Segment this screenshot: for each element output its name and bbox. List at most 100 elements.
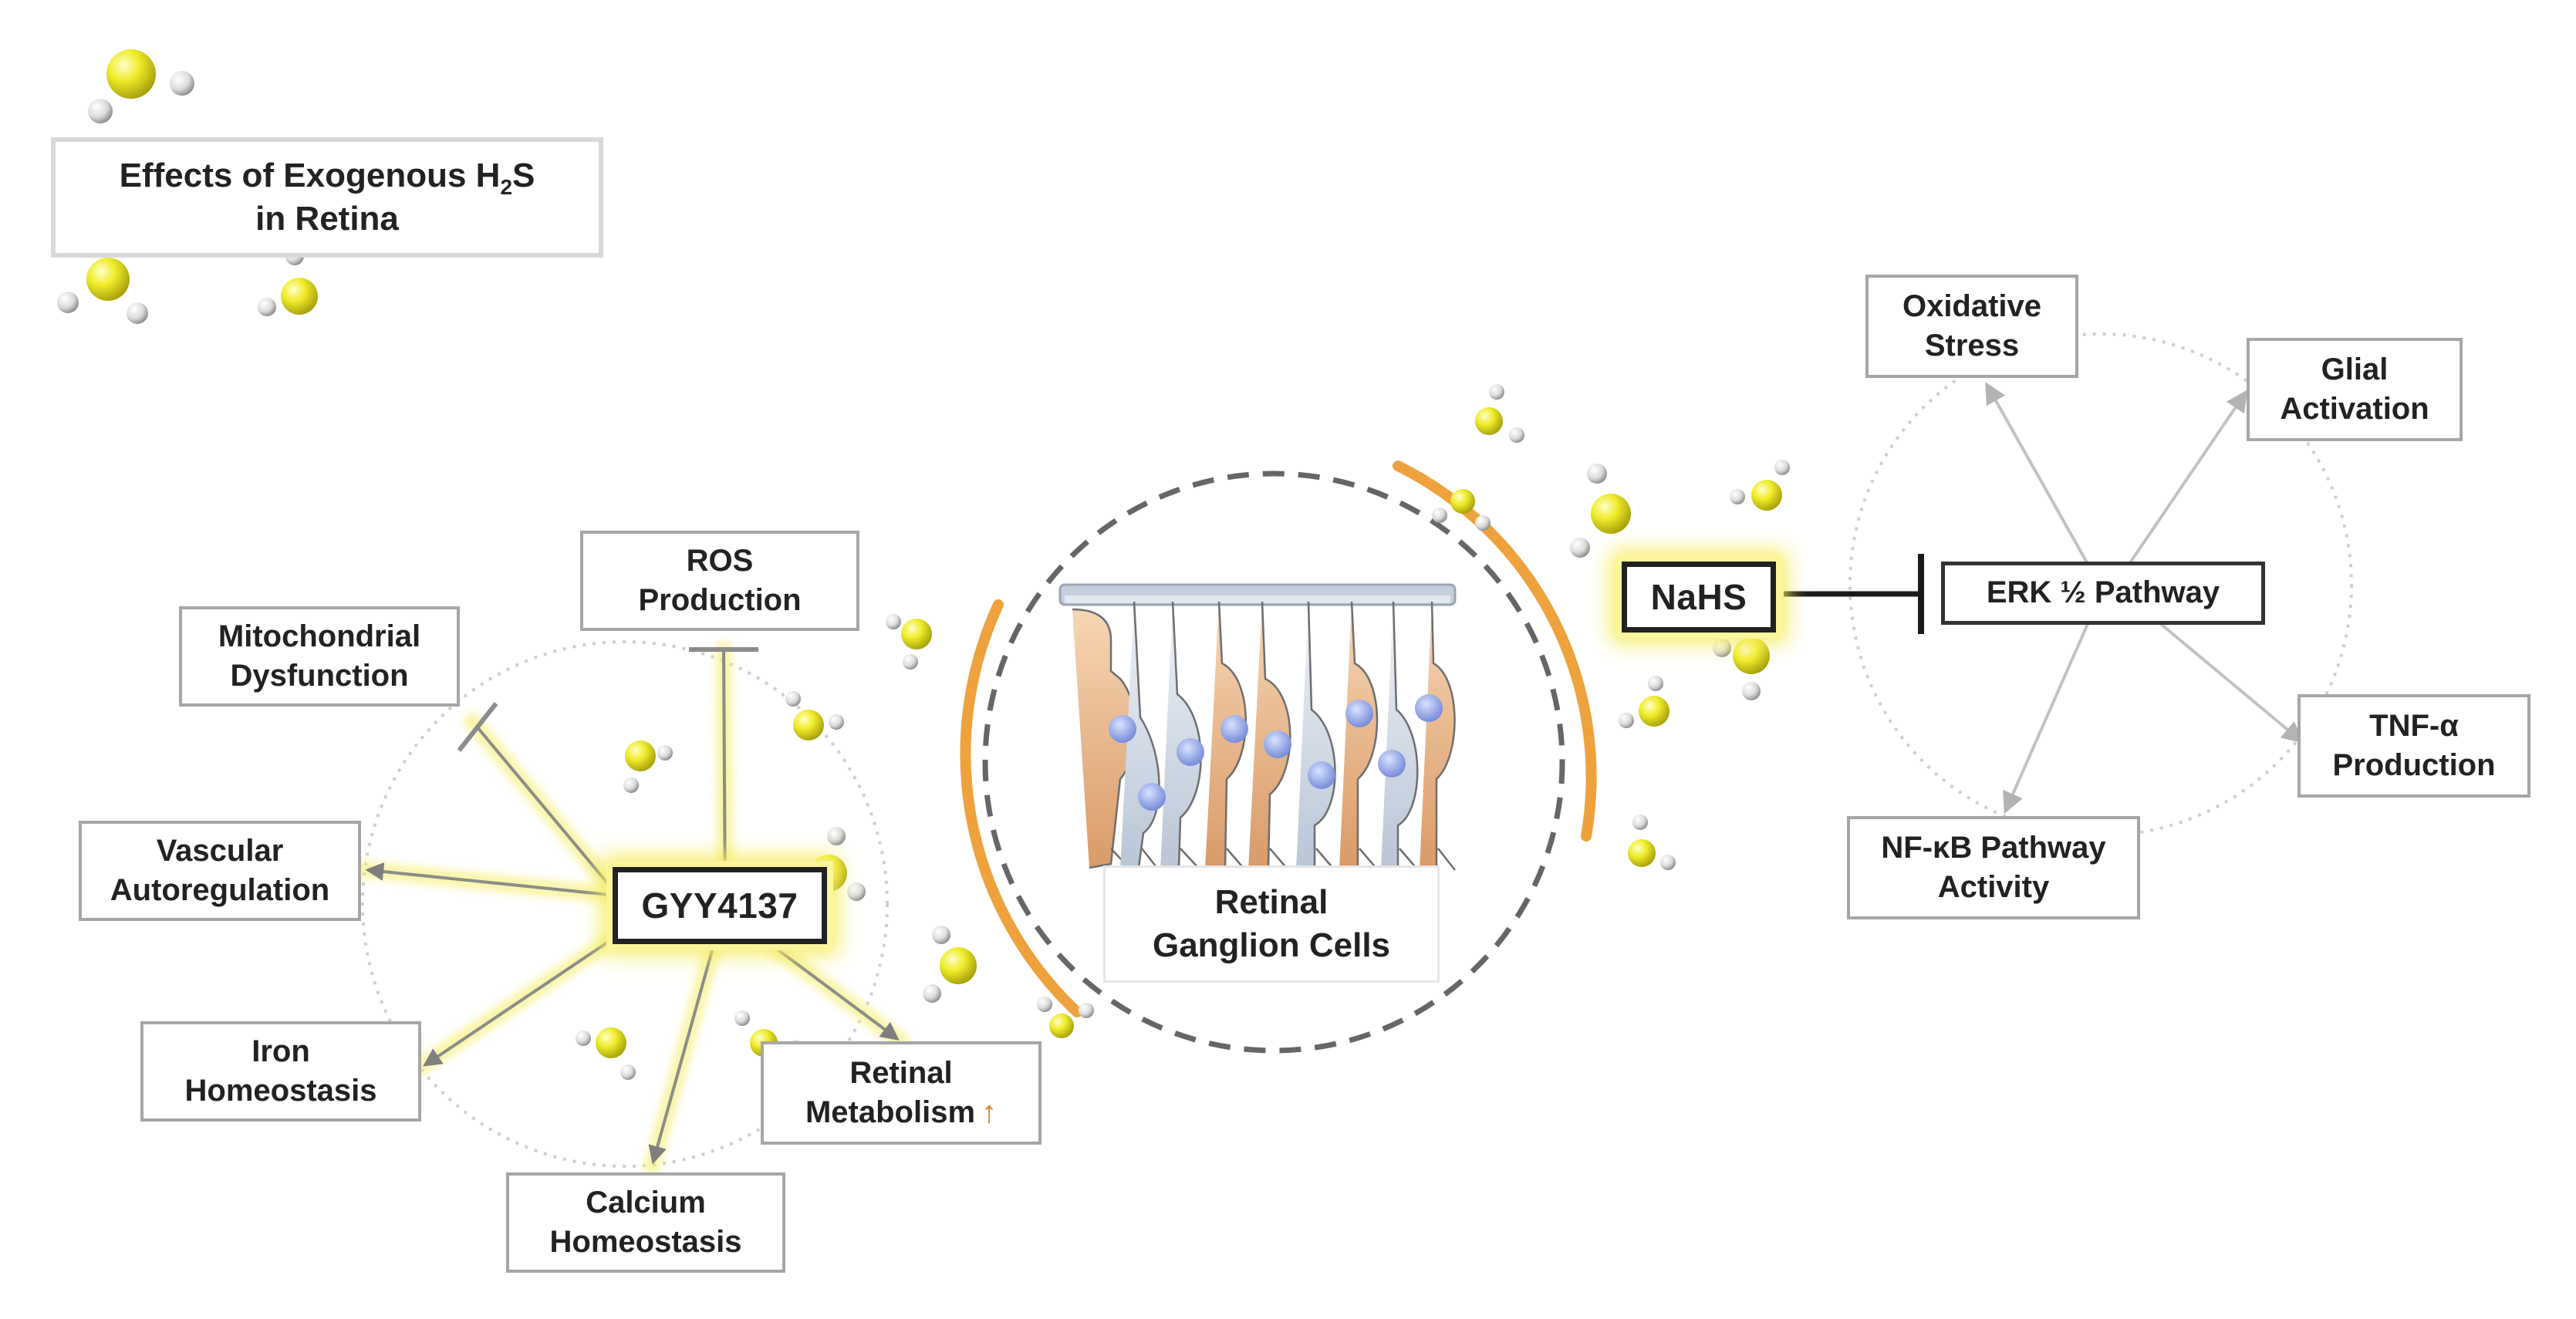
arrow-calcium — [648, 944, 715, 1165]
h2s-molecules — [57, 49, 1790, 1080]
arrow-vascular — [365, 862, 610, 896]
title-box: Effects of Exogenous H2S in Retina — [51, 137, 603, 258]
hydrogen-atom — [1489, 384, 1504, 400]
retinal-metabolism-box: Retinal Metabolism↑ — [761, 1041, 1042, 1145]
hydrogen-atom — [1730, 489, 1745, 504]
title-line-1: Effects of Exogenous H2S — [119, 156, 535, 199]
h2s-molecule — [1037, 997, 1094, 1038]
hydrogen-atom — [1432, 508, 1447, 523]
h2s-molecule — [1628, 815, 1676, 870]
hydrogen-atom — [57, 292, 79, 313]
h2s-molecule — [1432, 489, 1491, 531]
sulfur-atom — [1628, 839, 1656, 867]
sulfur-atom — [281, 278, 318, 315]
sulfur-atom — [1751, 480, 1782, 511]
left-connectors — [365, 649, 900, 1165]
hydrogen-atom — [1079, 1003, 1094, 1018]
sulfur-atom — [106, 49, 156, 99]
erk-pathway-box: ERK ½ Pathway — [1941, 562, 2265, 625]
arrow-iron — [423, 939, 611, 1067]
hydrogen-atom — [1648, 676, 1663, 691]
arrow-metabolism — [770, 943, 900, 1041]
arrow-tnf — [2151, 616, 2304, 744]
hydrogen-atom — [1660, 855, 1676, 870]
h2s-molecule — [1570, 464, 1631, 558]
h2s-molecule — [923, 926, 977, 1003]
right-spokes — [1985, 382, 2304, 815]
arrow-nfkb — [2003, 616, 2092, 815]
hydrogen-atom — [170, 71, 194, 96]
nahs-box: NaHS — [1622, 562, 1776, 633]
sulfur-atom — [1475, 407, 1503, 435]
hydrogen-atom — [576, 1031, 591, 1046]
hydrogen-atom — [258, 298, 276, 316]
hydrogen-atom — [1509, 427, 1524, 443]
sulfur-atom — [1591, 494, 1631, 534]
sulfur-atom — [1049, 1014, 1074, 1038]
hydrogen-atom — [623, 778, 639, 793]
arrow-oxidative — [1985, 382, 2089, 565]
hydrogen-atom — [847, 882, 866, 901]
hydrogen-atom — [1037, 997, 1052, 1012]
sulfur-atom — [1639, 696, 1670, 727]
hydrogen-atom — [1619, 713, 1634, 728]
hydrogen-atom — [127, 302, 148, 324]
left-cluster-circle — [361, 640, 889, 1168]
hydrogen-atom — [923, 984, 941, 1003]
hydrogen-atom — [932, 926, 950, 944]
hydrogen-atom — [1742, 682, 1761, 700]
sulfur-atom — [596, 1027, 626, 1058]
ganglion-cell-circle — [982, 471, 1565, 1054]
hydrogen-atom — [620, 1064, 636, 1080]
arrow-glial — [2128, 390, 2248, 565]
increase-arrow-icon: ↑ — [981, 1095, 998, 1129]
h2s-molecule — [886, 614, 932, 670]
hydrogen-atom — [1570, 538, 1590, 558]
hydrogen-atom — [827, 827, 846, 845]
sulfur-atom — [86, 258, 130, 301]
hydrogen-atom — [1587, 464, 1607, 484]
h2s-molecule — [1730, 460, 1790, 511]
hydrogen-atom — [1713, 639, 1731, 657]
title-line-2: in Retina — [255, 200, 399, 238]
sulfur-atom — [1450, 489, 1475, 514]
ganglion-cells-illustration — [1058, 583, 1457, 872]
hydrogen-atom — [657, 745, 673, 761]
inhibit-bar-mito — [457, 702, 498, 752]
sulfur-atom — [793, 710, 824, 740]
inhibit-line-ros — [722, 649, 727, 907]
sulfur-atom — [625, 740, 656, 771]
orange-arc-left — [960, 599, 1082, 1017]
sulfur-atom — [1733, 637, 1770, 674]
inhibit-line-mito — [475, 725, 619, 896]
sulfur-atom — [901, 619, 932, 649]
hydrogen-atom — [903, 654, 918, 670]
hydrogen-atom — [88, 99, 113, 123]
sulfur-atom — [940, 947, 977, 984]
hydrogen-atom — [734, 1010, 750, 1026]
h2s-molecule — [88, 49, 194, 123]
h2s-molecule — [57, 258, 148, 324]
h2s-molecule — [785, 691, 844, 740]
hydrogen-atom — [785, 691, 801, 707]
hydrogen-atom — [829, 714, 844, 730]
hydrogen-atom — [886, 614, 901, 629]
hydrogen-atom — [1475, 515, 1491, 531]
h2s-molecule — [623, 740, 673, 793]
h2s-molecule — [576, 1027, 636, 1080]
h2s-molecule — [1619, 676, 1670, 728]
h2s-molecule — [1713, 637, 1770, 700]
h2s-molecule — [1475, 384, 1524, 443]
